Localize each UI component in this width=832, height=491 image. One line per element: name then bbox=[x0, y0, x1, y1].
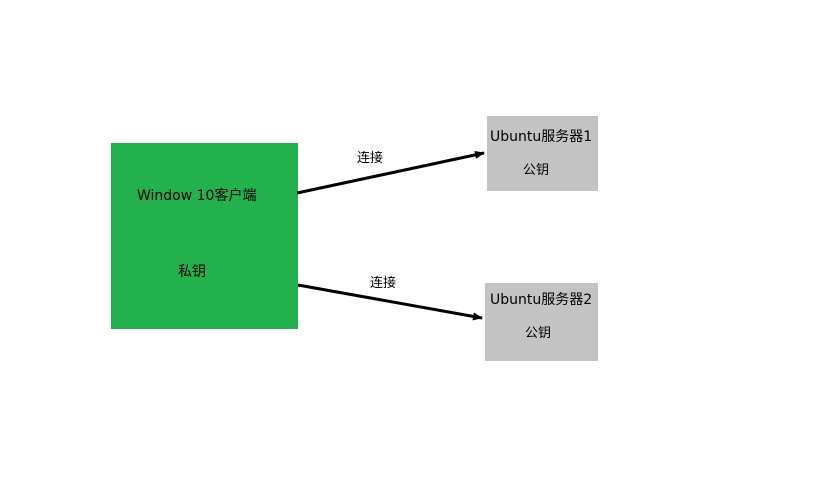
server-box-1 bbox=[487, 116, 598, 191]
client-key-label: 私钥 bbox=[178, 264, 206, 280]
server-box-2 bbox=[485, 283, 598, 361]
connection-arrow-2 bbox=[297, 283, 483, 321]
server-1-title: Ubuntu服务器1 bbox=[490, 129, 593, 145]
server-2-title: Ubuntu服务器2 bbox=[490, 292, 593, 308]
connection-arrow-1 bbox=[296, 150, 485, 195]
server-2-key-label: 公钥 bbox=[525, 326, 552, 341]
server-1-key-label: 公钥 bbox=[523, 163, 550, 178]
client-box bbox=[111, 143, 298, 329]
client-title: Window 10客户端 bbox=[137, 188, 257, 204]
connection-2-label: 连接 bbox=[370, 276, 397, 291]
connection-1-label: 连接 bbox=[357, 151, 384, 166]
